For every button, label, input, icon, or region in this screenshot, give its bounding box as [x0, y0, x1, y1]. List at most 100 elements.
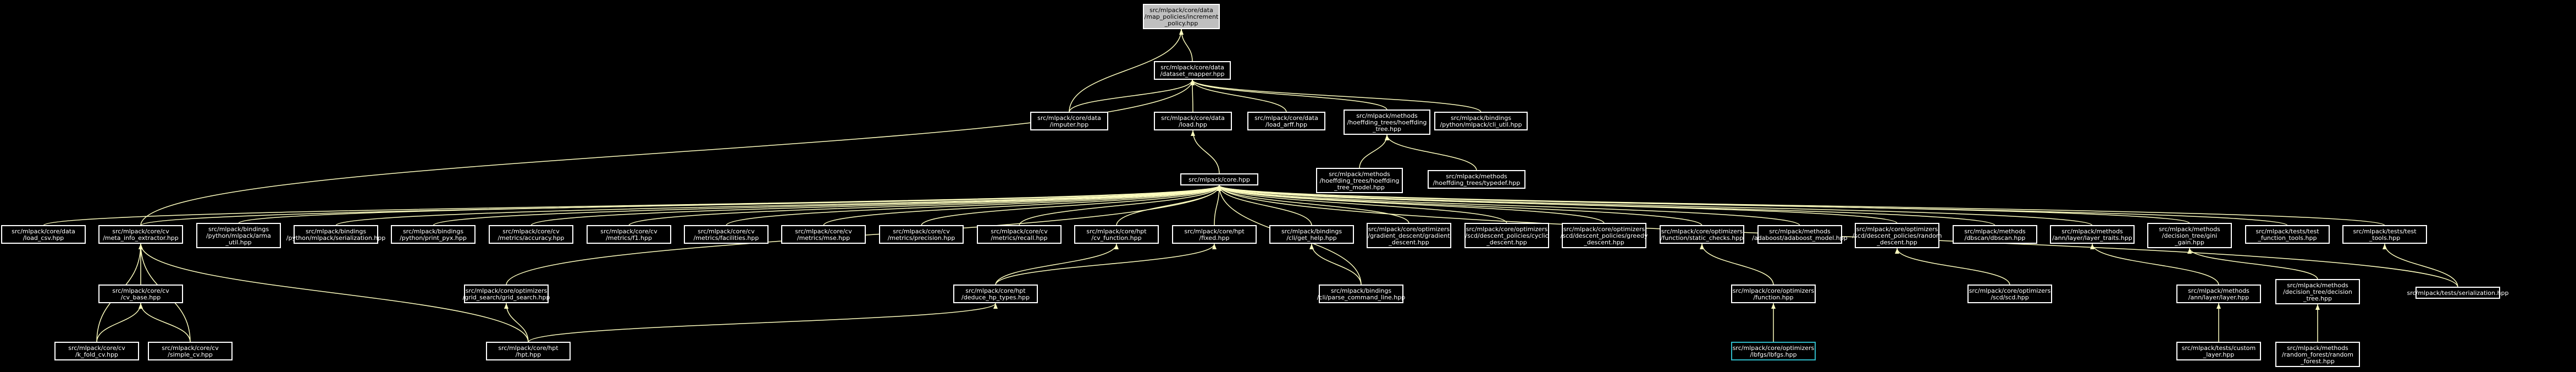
file-node-k-fold-cv[interactable]: src/mlpack/core/cv/k_fold_cv.hpp: [54, 342, 139, 360]
edge-recall-to-core: [1019, 185, 1221, 226]
node-label-line: src/mlpack/core/optimizers: [1368, 226, 1450, 233]
node-label-line: src/mlpack/tests/test: [2353, 228, 2417, 235]
edge-adaboost-model-to-core: [1217, 185, 1800, 226]
file-node-tests-serialization[interactable]: src/mlpack/tests/serialization.hpp: [2407, 287, 2509, 299]
node-box: [2050, 225, 2135, 244]
node-box: [1143, 4, 1220, 29]
file-node-cli-hpp[interactable]: src/mlpack/bindings/cli/get_help.hpp: [1269, 225, 1354, 244]
node-label-line: src/mlpack/core/optimizers: [1466, 226, 1548, 233]
node-label-line: /function/static_checks.hpp: [1661, 234, 1743, 242]
file-node-meta-info-extractor[interactable]: src/mlpack/core/cv/meta_info_extractor.h…: [98, 225, 183, 244]
file-node-function[interactable]: src/mlpack/core/optimizers/function.hpp: [1731, 285, 1816, 303]
file-node-hoeffding-typedef[interactable]: src/mlpack/methods/hoeffding_trees/typed…: [1428, 170, 1525, 189]
node-label-line: /function.hpp: [1753, 294, 1793, 301]
node-box: [1731, 285, 1816, 303]
node-label-line: src/mlpack/core/data: [1254, 114, 1318, 122]
node-label-line: src/mlpack/core/data: [1160, 64, 1224, 71]
node-box: [1074, 225, 1159, 244]
file-node-grid-search[interactable]: src/mlpack/core/optimizers/grid_search/g…: [462, 285, 550, 303]
file-node-cli-util[interactable]: src/mlpack/bindings/python/mlpack/cli_ut…: [1434, 112, 1528, 130]
edge-decision-tree-to-gini-gain: [2187, 248, 2318, 280]
file-node-lbfgs[interactable]: src/mlpack/core/optimizers/lbfgs/lbfgs.h…: [1731, 342, 1816, 360]
edge-dbscan-to-core: [1217, 185, 1995, 226]
node-box: [1269, 225, 1354, 244]
file-node-recall[interactable]: src/mlpack/core/cv/metrics/recall.hpp: [977, 225, 1062, 244]
node-label-line: src/mlpack/core/data: [1037, 114, 1101, 122]
node-label-line: /dbscan/dbscan.hpp: [1965, 234, 2026, 242]
edge-load-csv-to-core: [43, 185, 1221, 226]
file-node-test-tools[interactable]: src/mlpack/tests/test_tools.hpp: [2342, 225, 2427, 244]
file-node-simple-cv[interactable]: src/mlpack/core/cv/simple_cv.hpp: [148, 342, 233, 360]
node-label-line: src/mlpack/methods: [1964, 228, 2026, 235]
node-box: [684, 225, 769, 244]
file-node-static-checks[interactable]: src/mlpack/core/optimizers/function/stat…: [1660, 225, 1744, 244]
file-node-imputer[interactable]: src/mlpack/core/data/imputer.hpp: [1030, 112, 1108, 130]
file-node-custom-layer[interactable]: src/mlpack/tests/custom_layer.hpp: [2176, 342, 2261, 360]
node-label-line: /load_arff.hpp: [1265, 121, 1307, 128]
node-label-line: /metrics/facilities.hpp: [694, 234, 759, 242]
node-label-line: _forest.hpp: [2300, 358, 2335, 365]
file-node-print-pyx[interactable]: src/mlpack/bindings/python/print_pyx.hpp: [391, 225, 476, 244]
edge-hpt-to-deduce-hp-types: [528, 303, 998, 343]
file-node-parse-command-line[interactable]: src/mlpack/bindings/cli/parse_command_li…: [1317, 285, 1406, 303]
node-label-line: /random_forest/random: [2282, 351, 2353, 358]
file-node-cv-function[interactable]: src/mlpack/core/hpt/cv_function.hpp: [1074, 225, 1159, 244]
file-node-core[interactable]: src/mlpack/core.hpp: [1180, 173, 1258, 185]
node-label-line: src/mlpack/methods: [1769, 228, 1831, 235]
node-box: [1319, 285, 1403, 303]
file-node-hoeffding-tree-model[interactable]: src/mlpack/methods/hoeffding_trees/hoeff…: [1316, 168, 1403, 193]
file-node-test-function-tools[interactable]: src/mlpack/tests/test_function_tools.hpp: [2245, 225, 2330, 244]
node-label-line: _descent.hpp: [1583, 239, 1624, 246]
node-label-line: /cli/parse_command_line.hpp: [1317, 294, 1406, 301]
node-label-line: src/mlpack/core/optimizers: [1856, 226, 1938, 233]
node-label-line: /k_fold_cv.hpp: [75, 351, 118, 358]
file-node-precision[interactable]: src/mlpack/core/cv/metrics/precision.hpp: [879, 225, 964, 244]
file-node-arma-util[interactable]: src/mlpack/bindings/python/mlpack/arma_u…: [196, 223, 281, 248]
file-node-load[interactable]: src/mlpack/core/data/load.hpp: [1154, 112, 1232, 130]
node-label-line: src/mlpack/core/hpt: [965, 287, 1026, 294]
file-node-scd[interactable]: src/mlpack/core/optimizers/scd/scd.hpp: [1967, 285, 2052, 303]
file-node-facilities[interactable]: src/mlpack/core/cv/metrics/facilities.hp…: [684, 225, 769, 244]
node-box: [464, 285, 549, 303]
file-node-ann-layer-traits[interactable]: src/mlpack/methods/ann/layer/layer_trait…: [2050, 225, 2135, 244]
file-node-gini-gain[interactable]: src/mlpack/methods/decision_tree/gini_ga…: [2147, 223, 2232, 248]
node-label-line: src/mlpack/core.hpp: [1189, 176, 1250, 183]
file-node-load-csv[interactable]: src/mlpack/core/data/load_csv.hpp: [1, 225, 86, 244]
file-node-cv-base[interactable]: src/mlpack/core/cv/cv_base.hpp: [98, 285, 183, 303]
file-node-adaboost-model[interactable]: src/mlpack/methods/adaboost/adaboost_mod…: [1752, 225, 1848, 244]
node-box: [1428, 170, 1525, 189]
file-node-f1[interactable]: src/mlpack/core/cv/metrics/f1.hpp: [587, 225, 671, 244]
file-node-load-arff[interactable]: src/mlpack/core/data/load_arff.hpp: [1247, 112, 1325, 130]
edge-cyclic-descent-to-core: [1217, 185, 1507, 224]
node-label-line: /scd/scd.hpp: [1991, 294, 2028, 301]
file-node-gradient-descent[interactable]: src/mlpack/core/optimizers/gradient_desc…: [1367, 223, 1451, 248]
file-node-cyclic-descent[interactable]: src/mlpack/core/optimizers/scd/descent_p…: [1464, 223, 1549, 248]
file-node-hpt[interactable]: src/mlpack/core/hpt/hpt.hpp: [486, 342, 571, 360]
file-node-greedy-descent[interactable]: src/mlpack/core/optimizers/scd/descent_p…: [1561, 223, 1648, 248]
file-node-increment-policy[interactable]: src/mlpack/core/data/map_policies/increm…: [1143, 4, 1220, 29]
node-label-line: /cv_base.hpp: [121, 294, 161, 301]
node-box: [1367, 223, 1451, 248]
file-node-decision-tree[interactable]: src/mlpack/methods/decision_tree/decisio…: [2275, 279, 2360, 304]
edge-hoeffding-typedef-to-hoeffding-tree: [1385, 134, 1477, 171]
file-node-dataset-mapper[interactable]: src/mlpack/core/data/dataset_mapper.hpp: [1154, 61, 1231, 80]
edge-hoeffding-tree-to-dataset-mapper: [1190, 79, 1387, 111]
node-label-line: /load.hpp: [1179, 121, 1207, 128]
node-label-line: src/mlpack/methods: [1356, 112, 1418, 119]
file-node-hoeffding-tree[interactable]: src/mlpack/methods/hoeffding_trees/hoeff…: [1344, 110, 1430, 135]
file-node-layer[interactable]: src/mlpack/methods/ann/layer/layer.hpp: [2176, 285, 2261, 303]
node-label-line: /adaboost/adaboost_model.hpp: [1752, 234, 1848, 242]
node-label-line: /meta_info_extractor.hpp: [103, 234, 179, 242]
edge-meta-info-extractor-to-dataset-mapper: [140, 79, 1195, 226]
file-node-accuracy[interactable]: src/mlpack/core/cv/metrics/accuracy.hpp: [489, 225, 573, 244]
file-node-fixed[interactable]: src/mlpack/core/hpt/fixed.hpp: [1172, 225, 1257, 244]
file-node-mse[interactable]: src/mlpack/core/cv/metrics/mse.hpp: [781, 225, 866, 244]
node-box: [1855, 223, 1939, 248]
file-node-dbscan[interactable]: src/mlpack/methods/dbscan/dbscan.hpp: [1953, 225, 2037, 244]
file-node-random-descent[interactable]: src/mlpack/core/optimizers/scd/descent_p…: [1852, 223, 1942, 248]
file-node-serialization-py[interactable]: src/mlpack/bindings/python/mlpack/serial…: [286, 225, 385, 244]
file-node-deduce-hp-types[interactable]: src/mlpack/core/hpt/deduce_hp_types.hpp: [953, 285, 1038, 303]
file-node-random-forest[interactable]: src/mlpack/methods/random_forest/random_…: [2275, 342, 2360, 367]
node-box: [1464, 223, 1549, 248]
node-box: [54, 342, 139, 360]
